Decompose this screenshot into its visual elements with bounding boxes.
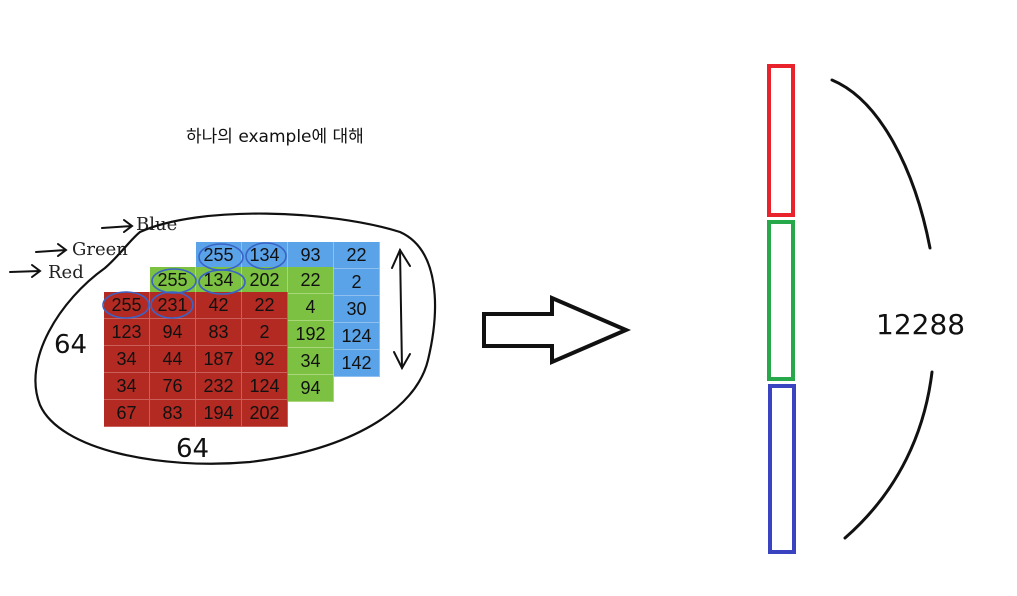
red-layer-label: Red [48,262,84,283]
grid-cell: 42 [196,292,242,319]
caption: 하나의 example에 대해 [186,127,364,147]
highlight-circles [102,242,287,319]
vertical-double-arrow-icon [391,247,411,371]
grid-cell: 22 [288,267,334,294]
blue-vector-segment [768,384,796,554]
green-vector-segment [767,220,795,381]
grid-cell: 194 [196,400,242,427]
width-dimension-label: 64 [176,434,210,464]
grid-cell: 4 [288,294,334,321]
grid-cell: 30 [334,296,380,323]
grid-cell: 192 [288,321,334,348]
grid-cell: 34 [288,348,334,375]
grid-cell: 187 [196,346,242,373]
grid-cell: 83 [150,400,196,427]
grid-cell: 124 [242,373,288,400]
label-arrows-icon [9,219,134,278]
grid-cell: 34 [104,346,150,373]
grid-cell: 2 [334,269,380,296]
height-dimension-label: 64 [54,330,88,360]
grid-cell: 142 [334,350,380,377]
grid-cell: 76 [150,373,196,400]
grid-cell: 22 [334,242,380,269]
grid-cell: 44 [150,346,196,373]
grid-cell: 232 [196,373,242,400]
grid-cell: 202 [242,400,288,427]
grid-cell: 22 [242,292,288,319]
enclosing-loop [34,212,437,465]
grid-cell: 94 [150,319,196,346]
grid-cell: 124 [334,323,380,350]
grid-cell: 67 [104,400,150,427]
grid-cell: 2 [242,319,288,346]
red-vector-segment [767,64,795,217]
brace-icon [830,78,934,540]
grid-cell: 83 [196,319,242,346]
grid-cell: 92 [242,346,288,373]
grid-cell: 94 [288,375,334,402]
grid-cell: 34 [104,373,150,400]
right-arrow-icon [482,294,632,366]
green-layer-label: Green [72,239,128,260]
vector-length-label: 12288 [876,308,966,341]
grid-cell: 123 [104,319,150,346]
